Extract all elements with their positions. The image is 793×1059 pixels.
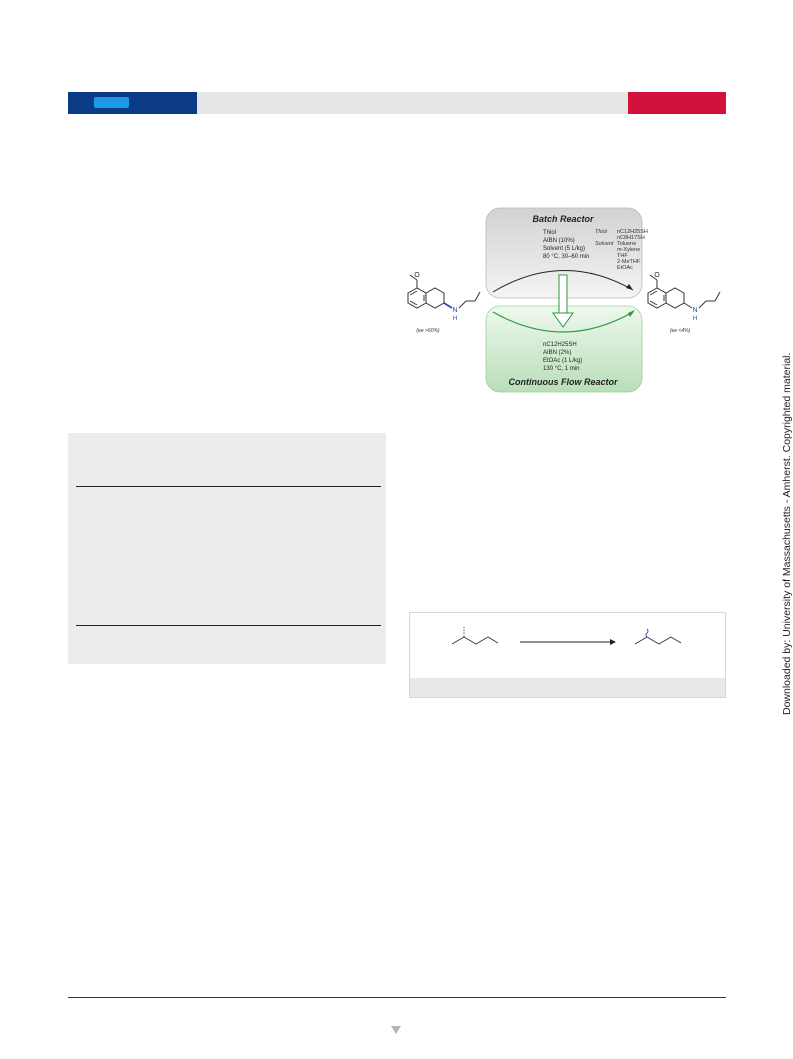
- thiol-label: Thiol: [595, 229, 608, 235]
- batch-arrowhead-icon: [626, 284, 633, 290]
- right-nitrogen-label: N: [692, 307, 697, 314]
- batch-condition-2: AIBN (10%): [543, 238, 575, 244]
- flow-condition-1: nC12H25SH: [543, 342, 577, 348]
- right-oxygen-label: O: [654, 272, 660, 279]
- flow-condition-3: EtOAc (1 L/kg): [543, 358, 582, 364]
- thiol-option-1: nC12H25SH: [617, 229, 648, 235]
- solvent-option-3: THF: [617, 253, 628, 259]
- solvent-option-1: Toluene: [617, 241, 636, 247]
- footer-rule: [68, 997, 726, 998]
- scheme-product: [634, 628, 682, 645]
- batch-reactor-title: Batch Reactor: [532, 214, 594, 224]
- flow-arrowhead-icon: [628, 310, 635, 317]
- batch-condition-1: Thiol: [543, 230, 556, 236]
- solvent-option-2: m-Xylene: [617, 247, 640, 253]
- reaction-scheme-figure: Batch Reactor Thiol AIBN (10%) Solvent (…: [407, 207, 721, 393]
- left-nitrogen-label: N: [452, 307, 457, 314]
- flow-condition-4: 130 °C, 1 min: [543, 366, 579, 372]
- starting-material-structure: [407, 274, 481, 309]
- batch-condition-4: 80 °C, 30–60 min: [543, 254, 589, 260]
- left-ee-label: (ee >60%): [416, 328, 440, 334]
- solvent-label: Solvent: [595, 241, 614, 247]
- batch-to-flow-arrow-icon: [552, 274, 574, 328]
- scheme-reactant: [451, 627, 499, 645]
- header-blue-band: [68, 92, 197, 114]
- flow-condition-2: AIBN (2%): [543, 350, 571, 356]
- header-red-band: [628, 92, 726, 114]
- solvent-option-4: 2-MeTHF: [617, 259, 641, 265]
- product-structure: [647, 274, 721, 309]
- next-page-arrow-icon[interactable]: [391, 1026, 401, 1034]
- table-top-rule: [76, 486, 381, 487]
- flow-reaction-arrow: [492, 311, 634, 333]
- left-oxygen-label: O: [414, 272, 420, 279]
- thiol-option-2: nC8H17SH: [617, 235, 645, 241]
- download-notice-text: Downloaded by: University of Massachuset…: [781, 352, 793, 715]
- scheme-arrow-icon: [520, 639, 616, 645]
- table-bottom-rule: [76, 625, 381, 626]
- header-grey-band: [197, 92, 628, 114]
- scheme-caption-bar: [410, 678, 725, 697]
- table-panel: [68, 433, 386, 664]
- solvent-option-5: EtOAc: [617, 265, 633, 271]
- batch-condition-3: Solvent (5 L/kg): [543, 246, 585, 252]
- scheme-structures: [451, 627, 682, 645]
- right-ee-label: (ee <4%): [670, 328, 691, 334]
- right-hydrogen-label: H: [693, 316, 697, 322]
- header-section-pill: [94, 97, 129, 108]
- left-hydrogen-label: H: [453, 316, 457, 322]
- flow-reactor-title: Continuous Flow Reactor: [509, 377, 618, 387]
- batch-reaction-arrow: [492, 270, 634, 293]
